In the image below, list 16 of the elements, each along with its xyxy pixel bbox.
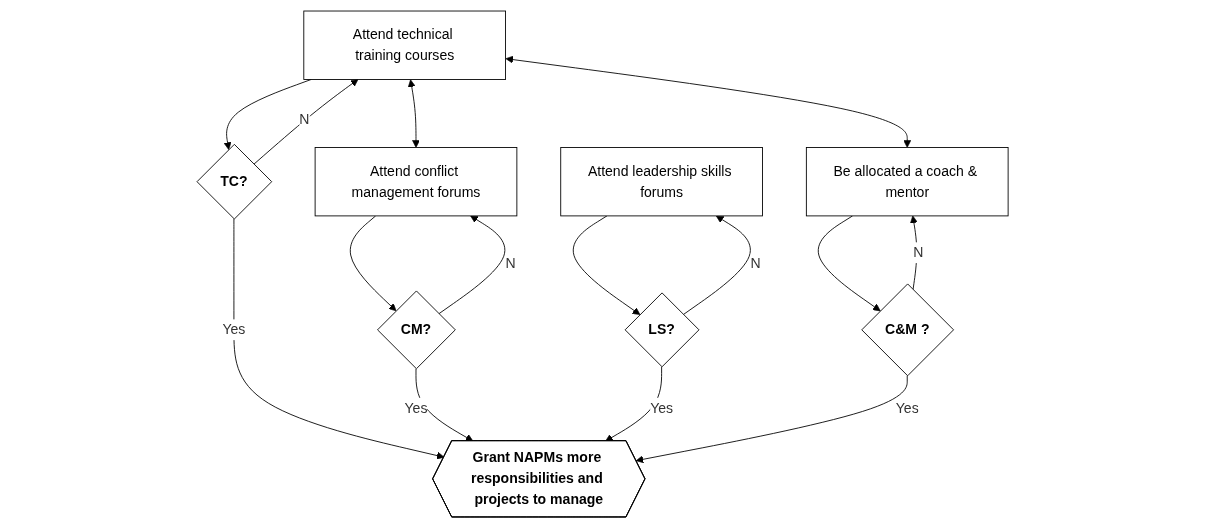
node-box: Attend technical training courses bbox=[303, 10, 507, 80]
edge-label: Yes bbox=[404, 400, 428, 416]
edge-label: Yes bbox=[650, 400, 674, 416]
edge-label: Yes bbox=[222, 321, 246, 337]
node-diamond: C&M ? bbox=[861, 283, 955, 377]
node-box: Be allocated a coach & mentor bbox=[806, 147, 1009, 217]
edge-label: Yes bbox=[896, 400, 920, 416]
node-diamond: LS? bbox=[625, 292, 700, 368]
edge-label: N bbox=[913, 244, 924, 260]
edge-label: N bbox=[299, 112, 310, 128]
edge-label: N bbox=[750, 255, 762, 271]
node-box: Attend conflict management forums bbox=[315, 147, 518, 217]
edge-label: N bbox=[505, 255, 517, 271]
node-diamond: TC? bbox=[197, 143, 273, 220]
node-box: Attend leadership skills forums bbox=[560, 147, 764, 217]
node-diamond: CM? bbox=[377, 290, 457, 370]
